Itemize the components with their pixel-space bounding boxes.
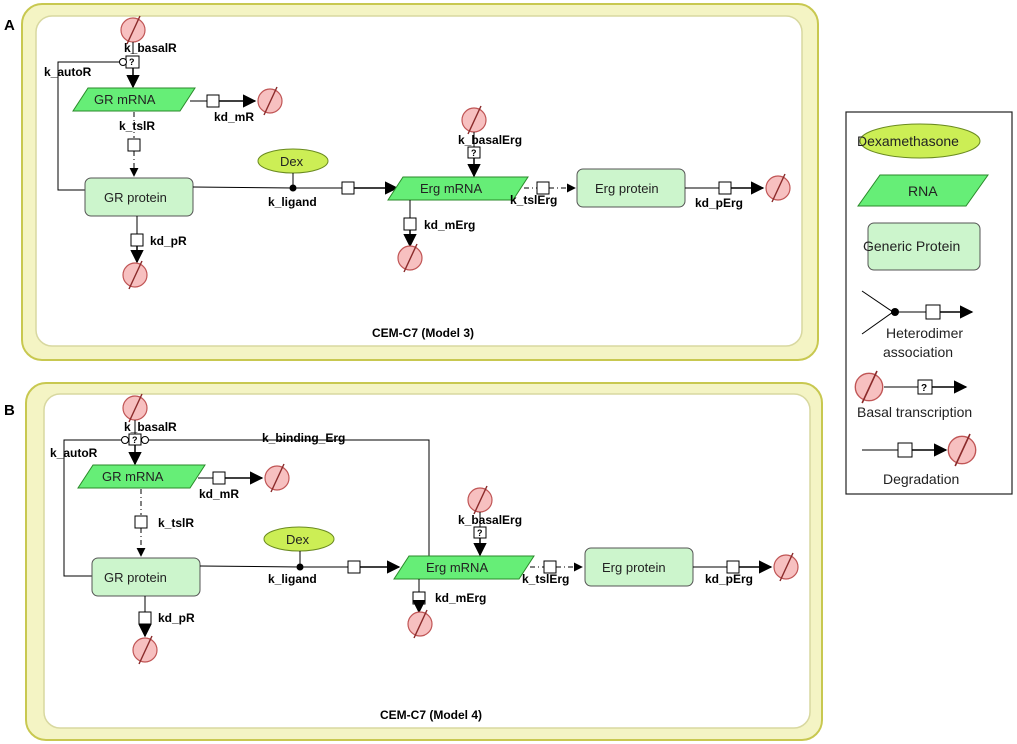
legend-dex-shape	[859, 123, 981, 159]
legend-heterodimer-box	[925, 304, 941, 320]
label-kd-mR: kd_mR	[199, 487, 239, 501]
label-kd-pErg: kd_pErg	[705, 572, 753, 586]
label-k-basalR: k_basalR	[124, 420, 177, 434]
erg-mrna-label: Erg mRNA	[426, 560, 488, 575]
label-k-ligand: k_ligand	[268, 195, 317, 209]
panel-a-letter: A	[4, 17, 15, 34]
gr-mrna-label: GR mRNA	[94, 92, 156, 107]
label-k-tslErg: k_tslErg	[522, 572, 569, 586]
erg-mrna-label: Erg mRNA	[420, 181, 482, 196]
gr-mrna-node	[77, 464, 206, 489]
ligand-box	[341, 181, 355, 195]
kd-pR-box	[130, 233, 144, 247]
svg-text:?: ?	[471, 148, 477, 158]
panel-a-caption: CEM-C7 (Model 3)	[372, 326, 474, 340]
label-k-autoR: k_autoR	[50, 446, 98, 460]
label-kd-mErg: kd_mErg	[435, 591, 486, 605]
svg-text:?: ?	[129, 57, 135, 67]
legend-rna-shape	[857, 174, 989, 207]
autoR-modulator	[119, 58, 127, 66]
tslR-box	[127, 138, 141, 152]
dex-label: Dex	[280, 154, 304, 169]
erg-protein-label: Erg protein	[602, 560, 666, 575]
legend-heterodimer-1: Heterodimer	[886, 325, 963, 341]
gr-protein-node	[84, 177, 194, 217]
tslR-box	[134, 515, 148, 529]
label-kd-mR: kd_mR	[214, 110, 254, 124]
gr-mrna-node	[72, 87, 196, 112]
gr-protein-label: GR protein	[104, 190, 167, 205]
label-k-tslR: k_tslR	[119, 119, 155, 133]
label-k-binding-Erg: k_binding_Erg	[262, 431, 345, 445]
panel-b-letter: B	[4, 402, 15, 419]
legend: Dexamethasone RNA Generic Protein Hetero…	[845, 111, 1013, 495]
erg-mrna-node	[393, 555, 535, 580]
kd-pErg-box	[718, 181, 732, 195]
kd-pR-box	[138, 611, 152, 625]
erg-protein-label: Erg protein	[595, 181, 659, 196]
kd-mErg-box	[412, 591, 426, 605]
panel-b-caption: CEM-C7 (Model 4)	[380, 708, 482, 722]
binding-erg-path	[148, 439, 430, 556]
legend-box	[845, 111, 1013, 495]
binding-erg-modulator	[141, 436, 149, 444]
legend-degradation-box	[897, 442, 913, 458]
ligand-box	[347, 560, 361, 574]
panel-b: B k_basalR ? k_autoR k_binding_Erg GR mR…	[4, 382, 823, 741]
label-kd-pR: kd_pR	[158, 611, 195, 625]
autoR-path	[57, 61, 120, 191]
label-k-tslR: k_tslR	[158, 516, 194, 530]
label-k-basalErg: k_basalErg	[458, 513, 522, 527]
legend-degradation: Degradation	[883, 471, 959, 487]
kd-mR-box	[212, 471, 226, 485]
svg-text:?: ?	[921, 383, 927, 394]
label-k-tslErg: k_tslErg	[510, 193, 557, 207]
label-k-ligand: k_ligand	[268, 572, 317, 586]
dex-label: Dex	[286, 532, 310, 547]
svg-text:?: ?	[477, 528, 483, 538]
autoR-modulator	[121, 436, 129, 444]
legend-dexamethasone: Dexamethasone	[857, 133, 959, 149]
gr-mrna-label: GR mRNA	[102, 469, 164, 484]
label-kd-pR: kd_pR	[150, 234, 187, 248]
gr-protein-label: GR protein	[104, 570, 167, 585]
label-k-basalR: k_basalR	[124, 41, 177, 55]
kd-mErg-box	[403, 217, 417, 231]
label-kd-pErg: kd_pErg	[695, 196, 743, 210]
label-k-autoR: k_autoR	[44, 65, 92, 79]
autoR-path	[63, 439, 122, 577]
gr-protein-node	[91, 557, 201, 597]
legend-basal-transcription: Basal transcription	[857, 404, 972, 420]
legend-rna: RNA	[908, 183, 938, 199]
label-kd-mErg: kd_mErg	[424, 218, 475, 232]
label-k-basalErg: k_basalErg	[458, 133, 522, 147]
panel-a: A k_basalR ? k_autoR GR mRNA kd_mR k_tsl…	[4, 3, 819, 361]
legend-protein-shape	[867, 222, 981, 271]
svg-text:?: ?	[132, 435, 138, 445]
legend-generic-protein: Generic Protein	[863, 238, 960, 254]
kd-mR-box	[206, 94, 220, 108]
legend-heterodimer-2: association	[883, 344, 953, 360]
dex-node	[263, 526, 335, 552]
erg-mrna-node	[387, 176, 529, 201]
